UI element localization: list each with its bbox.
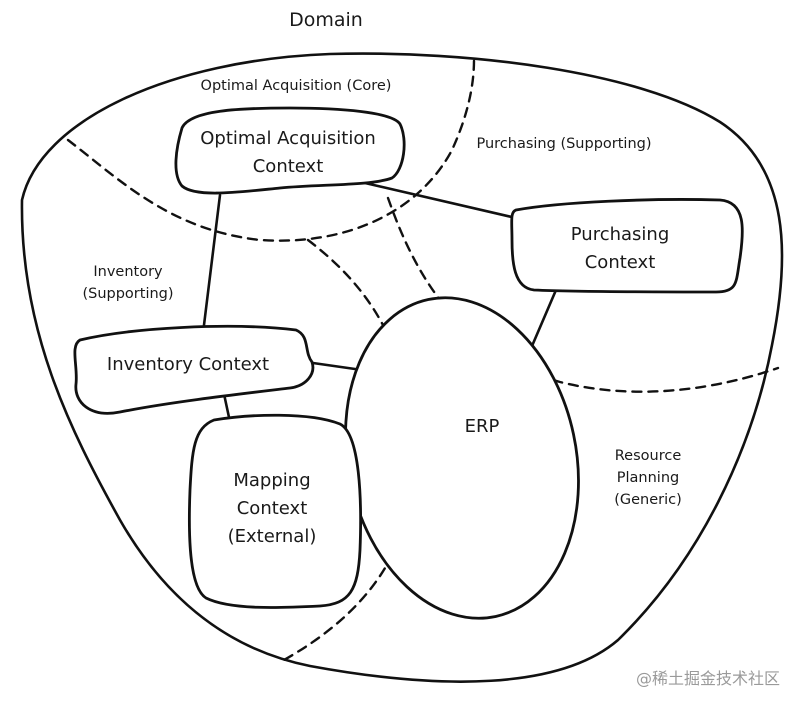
- domain-boundary: [20, 52, 784, 683]
- optimal-acquisition-context-label-line2: Context: [253, 156, 324, 177]
- watermark-text: @稀土掘金技术社区: [636, 669, 780, 688]
- mapping-context-label-line3: (External): [228, 526, 317, 547]
- link-optimal-inventory: [202, 193, 222, 327]
- mapping-context-shape[interactable]: [187, 413, 363, 609]
- resource-subdomain-label-line2: Planning: [617, 470, 679, 486]
- optimal-acquisition-context-label-line1: Optimal Acquisition: [200, 128, 376, 149]
- inventory-context-shape[interactable]: [73, 324, 315, 415]
- domain-label: Domain: [289, 9, 363, 31]
- purchasing-context-shape[interactable]: [510, 198, 744, 294]
- erp-context-label: ERP: [465, 416, 500, 437]
- link-optimal-purchasing: [350, 178, 518, 220]
- link-purchasing-erp: [530, 288, 558, 348]
- optimal-acquisition-context-shape[interactable]: [174, 106, 406, 195]
- mapping-context-label-line1: Mapping: [233, 470, 310, 491]
- core-subdomain-boundary: [66, 58, 476, 242]
- resource-subdomain-label-line3: (Generic): [614, 492, 682, 508]
- purchasing-subdomain-boundary: [386, 196, 780, 393]
- resource-subdomain-label-line1: Resource: [615, 448, 682, 464]
- purchasing-subdomain-label: Purchasing (Supporting): [476, 136, 651, 152]
- inventory-subdomain-label-line1: Inventory: [93, 264, 163, 280]
- purchasing-context-label-line1: Purchasing: [571, 224, 670, 245]
- inventory-subdomain-boundary: [282, 238, 416, 662]
- link-inventory-erp: [304, 360, 364, 372]
- core-subdomain-label: Optimal Acquisition (Core): [201, 78, 392, 94]
- erp-context-shape[interactable]: [317, 276, 607, 640]
- mapping-context-label-line2: Context: [237, 498, 308, 519]
- inventory-context-label: Inventory Context: [107, 354, 269, 375]
- purchasing-context-label-line2: Context: [585, 252, 656, 273]
- inventory-subdomain-label-line2: (Supporting): [82, 286, 173, 302]
